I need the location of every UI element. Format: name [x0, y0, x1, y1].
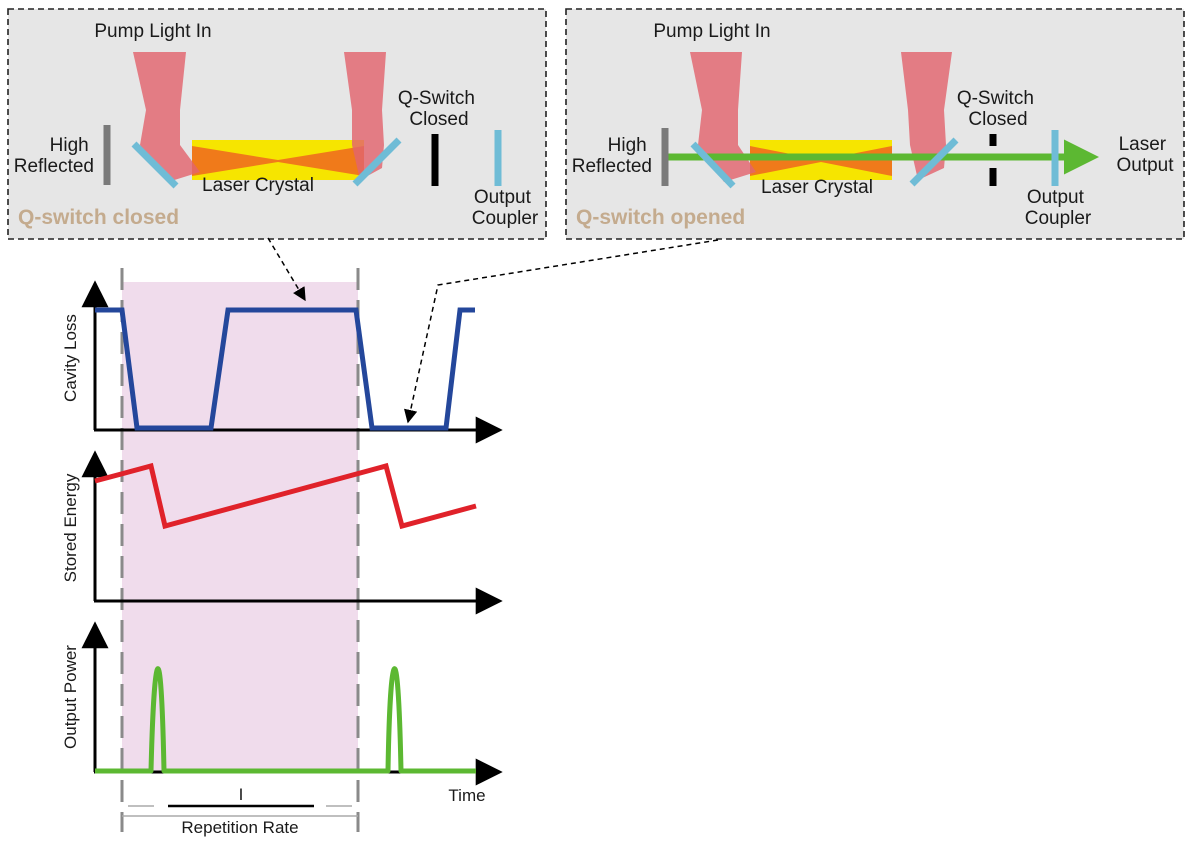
qswitch-state-label: Q-Switch Closed	[957, 88, 1039, 130]
panel-opened-title: Q-switch opened	[576, 206, 745, 229]
pump-light-label: Pump Light In	[94, 21, 211, 42]
repetition-rate-label: Repetition Rate	[181, 818, 298, 837]
pump-beam-left	[133, 52, 186, 145]
panel-qswitch-closed: Pump Light In High Reflected Q-Switch Cl…	[7, 8, 547, 240]
output-coupler-label: Output Coupler	[1025, 187, 1092, 229]
stored-energy-trace	[94, 462, 477, 530]
output-coupler-label: Output Coupler	[472, 187, 539, 229]
callout-arrow-closed	[267, 237, 306, 302]
laser-crystal-label: Laser Crystal	[761, 177, 873, 198]
dichroic-mirror-left	[690, 141, 736, 189]
panel-closed-frame	[7, 8, 547, 240]
output-power-axis-label: Output Power	[61, 645, 80, 749]
dichroic-mirror-right	[909, 137, 959, 187]
cavity-loss-trace	[95, 307, 475, 431]
repetition-window	[122, 282, 358, 772]
pump-beam-right	[901, 52, 952, 145]
panel-closed-title: Q-switch closed	[18, 206, 179, 229]
panel-opened-frame	[565, 8, 1185, 240]
period-label: I	[239, 785, 244, 804]
pump-light-label: Pump Light In	[653, 21, 770, 42]
stored-energy-axis-label: Stored Energy	[61, 473, 80, 582]
timing-diagram: Cavity Loss Stored Energy Output Power T…	[61, 237, 719, 837]
laser-crystal-label: Laser Crystal	[202, 175, 314, 196]
panel-qswitch-opened: Pump Light In High Reflected Q-Switch Cl…	[565, 8, 1185, 240]
high-reflected-label: High Reflected	[14, 135, 94, 177]
qswitch-state-label: Q-Switch Closed	[398, 88, 480, 130]
output-power-trace	[95, 666, 476, 774]
pump-beam-left-reflect	[140, 145, 200, 182]
callout-arrow-opened	[404, 239, 719, 424]
crystal-inner	[192, 146, 364, 176]
dichroic-mirror-left	[131, 141, 179, 189]
pump-beam-left	[690, 52, 742, 145]
dichroic-mirror-right	[352, 137, 402, 187]
cavity-loss-axis-label: Cavity Loss	[61, 314, 80, 402]
pump-beam-right-reflect	[352, 145, 384, 180]
high-reflected-label: High Reflected	[572, 135, 652, 177]
pump-beam-right	[344, 52, 386, 145]
time-label: Time	[448, 786, 485, 805]
laser-output-label: Laser Output	[1116, 134, 1174, 176]
